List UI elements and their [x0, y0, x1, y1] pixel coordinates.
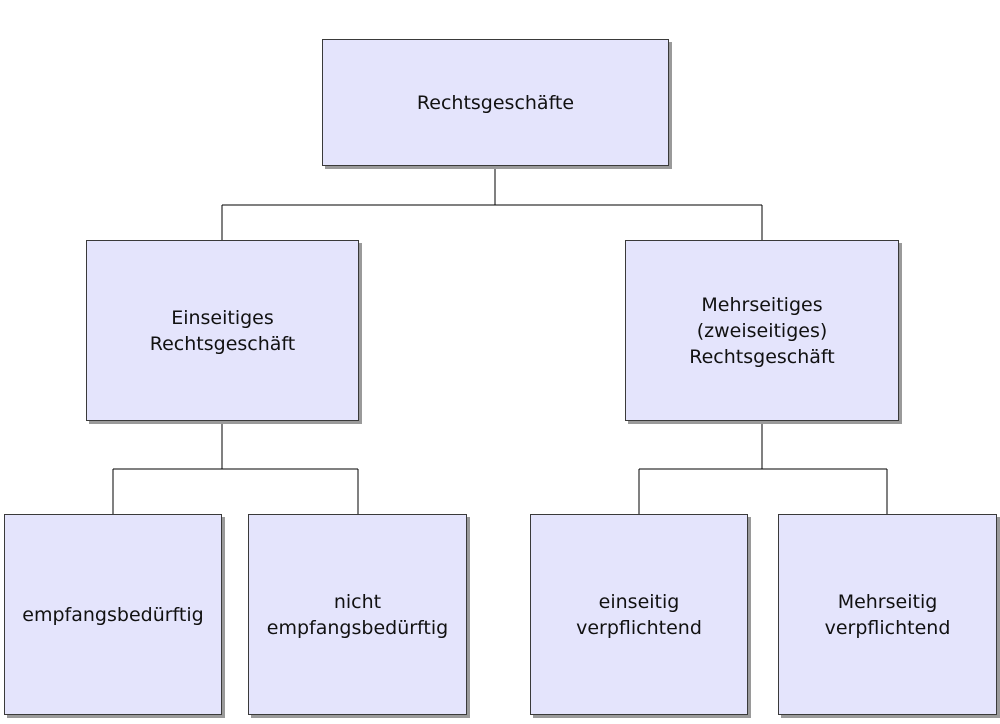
node-label: Einseitiges Rechtsgeschäft: [149, 306, 296, 355]
node-empfangsbeduerftig: empfangsbedürftig: [4, 514, 222, 715]
node-label: einseitig verpflichtend: [576, 590, 702, 639]
node-einseitig-verpflichtend: einseitig verpflichtend: [530, 514, 748, 715]
node-rechtsgeschaefte: Rechtsgeschäfte: [322, 39, 669, 166]
node-label: empfangsbedürftig: [22, 603, 204, 626]
node-nicht-empfangsbeduerftig: nicht empfangsbedürftig: [248, 514, 467, 715]
node-label: Mehrseitig verpflichtend: [824, 590, 951, 639]
node-mehrseitig-verpflichtend: Mehrseitig verpflichtend: [778, 514, 997, 715]
node-label: Mehrseitiges (zweiseitiges) Rechtsgeschä…: [689, 293, 835, 368]
node-label: Rechtsgeschäfte: [416, 91, 575, 114]
node-einseitiges-rechtsgeschaeft: Einseitiges Rechtsgeschäft: [86, 240, 359, 421]
node-mehrseitiges-rechtsgeschaeft: Mehrseitiges (zweiseitiges) Rechtsgeschä…: [625, 240, 899, 421]
node-label: nicht empfangsbedürftig: [266, 590, 449, 639]
